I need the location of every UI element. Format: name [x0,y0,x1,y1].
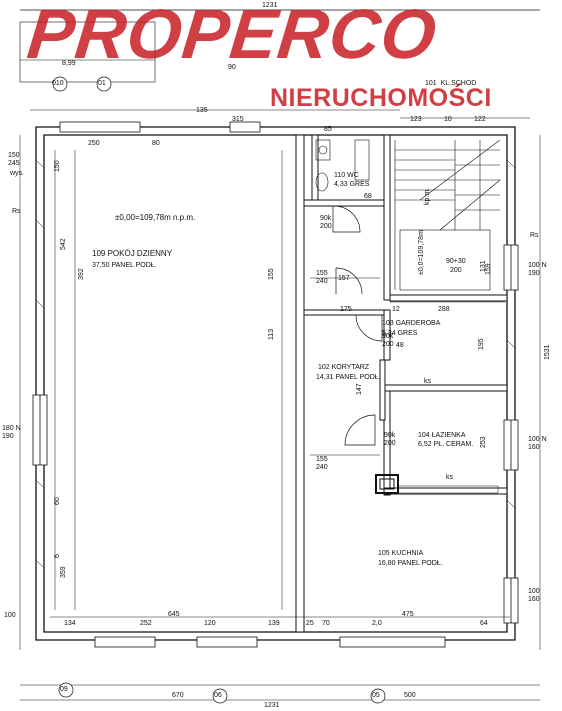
dim-top-total: 1231 [262,2,278,9]
label-kpm: kp.m. [424,187,431,205]
dim-2-0: 2,0 [372,620,382,627]
axis-05: 05 [372,692,380,699]
door-stair-a: 90+30 [446,258,466,265]
dim-bottom-left: 670 [172,692,184,699]
axis-09: 09 [60,686,68,693]
dim-157: 157 [338,275,350,282]
room-109-label: 109 POKÓJ DZIENNY [92,249,173,258]
dim-135: 135 [196,107,208,114]
dim-120: 120 [204,620,216,627]
dim-359: 359 [60,566,67,578]
brand-watermark: PROPERCO [23,0,441,73]
room-103-meta: 5,34 GRES [382,330,418,337]
room-103-label: 103 GARDEROBA [382,320,441,327]
axis-010: 010 [52,80,64,87]
dim-150: 150 [54,160,61,172]
dim-475: 475 [402,611,414,618]
dim-10: 10 [444,116,452,123]
dim-155: 155 [268,268,275,280]
level-main: ±0,00=109,78m n.p.m. [115,213,196,222]
room-109-meta: 37,50 PANEL PODŁ. [92,262,157,269]
dim-175: 175 [340,306,352,313]
room-105-label: 105 KUCHNIA [378,550,424,557]
room-105-meta: 16,80 PANEL PODŁ. [378,560,443,567]
dim-645: 645 [168,611,180,618]
dim-70: 70 [322,620,330,627]
dim-80: 80 [152,140,160,147]
dim-147: 147 [356,383,363,395]
room-110-meta: 4,33 GRES [334,181,370,188]
label-wys: wys. [10,170,24,177]
dim-139: 139 [268,620,280,627]
dim-right-total: 1531 [544,344,551,360]
room-101-label: 101 KL.SCHOD [425,80,477,87]
dim-100: 100 [4,612,16,619]
dim-90: 90 [228,64,236,71]
dim-60: 60 [54,497,61,505]
dim-6: 6 [54,554,61,558]
room-104-meta: 6,52 PŁ. CERAM. [418,441,474,448]
dim-131: 131 [480,260,487,272]
dim-123: 123 [410,116,422,123]
dim-bottom-right: 500 [404,692,416,699]
room-110-label: 110 WC [334,172,359,179]
dim-48: 48 [396,342,404,349]
dim-288: 288 [438,306,450,313]
dim-122: 122 [474,116,486,123]
axis-01: 01 [98,80,106,87]
dim-25: 25 [306,620,314,627]
dim-195: 195 [478,338,485,350]
dim-113: 113 [268,328,275,340]
room-102-label: 102 KORYTARZ [318,364,370,371]
dim-left-ref: 8,99 [62,60,76,67]
label-rs-2: Rs [530,232,539,239]
dim-134: 134 [64,620,76,627]
dim-12: 12 [392,306,400,313]
door-stair-b: 200 [450,267,462,274]
dim-64: 64 [480,620,488,627]
level-stair: ±0,0=109,78m [418,230,425,275]
dim-392: 392 [78,268,85,280]
dim-85: 85 [324,126,332,133]
axis-06: 06 [214,692,222,699]
dim-542: 542 [60,238,67,250]
dim-315: 315 [232,116,244,123]
dim-bottom-total: 1231 [264,702,280,709]
room-102-meta: 14,31 PANEL PODŁ. [316,374,381,381]
brand-tagline: NIERUCHOMOŚCI [270,84,492,112]
dim-253: 253 [480,436,487,448]
dim-68: 68 [364,193,372,200]
dim-250: 250 [88,140,100,147]
room-104-label: 104 ŁAZIENKA [418,432,466,439]
label-ks-1: ks [424,378,431,385]
label-rs-1: Rs [12,208,21,215]
label-ks-2: ks [446,474,453,481]
dim-252: 252 [140,620,152,627]
